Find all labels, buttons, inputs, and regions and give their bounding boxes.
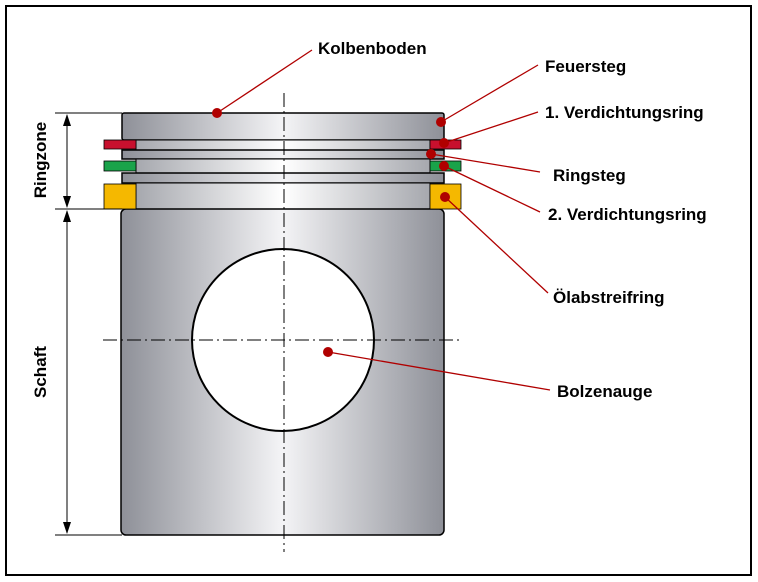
schaft-arrow-top	[63, 210, 71, 222]
label-ringsteg: Ringsteg	[553, 166, 626, 185]
compression-ring-2-left	[103, 160, 137, 172]
compression-ring-1-left	[103, 139, 137, 150]
leader-ringsteg	[430, 153, 541, 173]
marker-kolbenboden	[212, 108, 222, 118]
label-verdichtungsring1: 1. Verdichtungsring	[545, 103, 704, 122]
leader-bolzenauge	[327, 351, 551, 391]
piston-crown	[121, 112, 445, 141]
schaft-arrow-bottom	[63, 522, 71, 534]
ringzone-arrow-top	[63, 114, 71, 126]
label-ringzone: Ringzone	[31, 122, 50, 199]
label-oelabstreifring: Ölabstreifring	[553, 288, 664, 307]
leader-oelabstreifring	[444, 196, 549, 294]
marker-verdichtungsring2	[439, 161, 449, 171]
oil-scraper-ring-left	[103, 183, 137, 210]
label-kolbenboden: Kolbenboden	[318, 39, 427, 58]
ring-groove-2	[135, 158, 431, 174]
marker-bolzenauge	[323, 347, 333, 357]
label-schaft: Schaft	[31, 346, 50, 398]
leader-kolbenboden	[216, 49, 313, 114]
marker-feuersteg	[436, 117, 446, 127]
label-verdichtungsring2: 2. Verdichtungsring	[548, 205, 707, 224]
leader-verdichtungsring1	[443, 111, 539, 144]
marker-ringsteg	[426, 149, 436, 159]
leader-feuersteg	[440, 64, 539, 123]
label-feuersteg: Feuersteg	[545, 57, 626, 76]
marker-verdichtungsring1	[439, 138, 449, 148]
ring-groove-1	[135, 139, 431, 151]
label-bolzenauge: Bolzenauge	[557, 382, 652, 401]
diagram-frame	[5, 5, 752, 576]
marker-oelabstreifring	[440, 192, 450, 202]
ring-land-1	[121, 149, 445, 160]
ringzone-arrow-bottom	[63, 196, 71, 208]
oil-ring-groove	[135, 182, 431, 210]
ring-land-2	[121, 172, 445, 184]
leader-verdichtungsring2	[443, 165, 541, 213]
